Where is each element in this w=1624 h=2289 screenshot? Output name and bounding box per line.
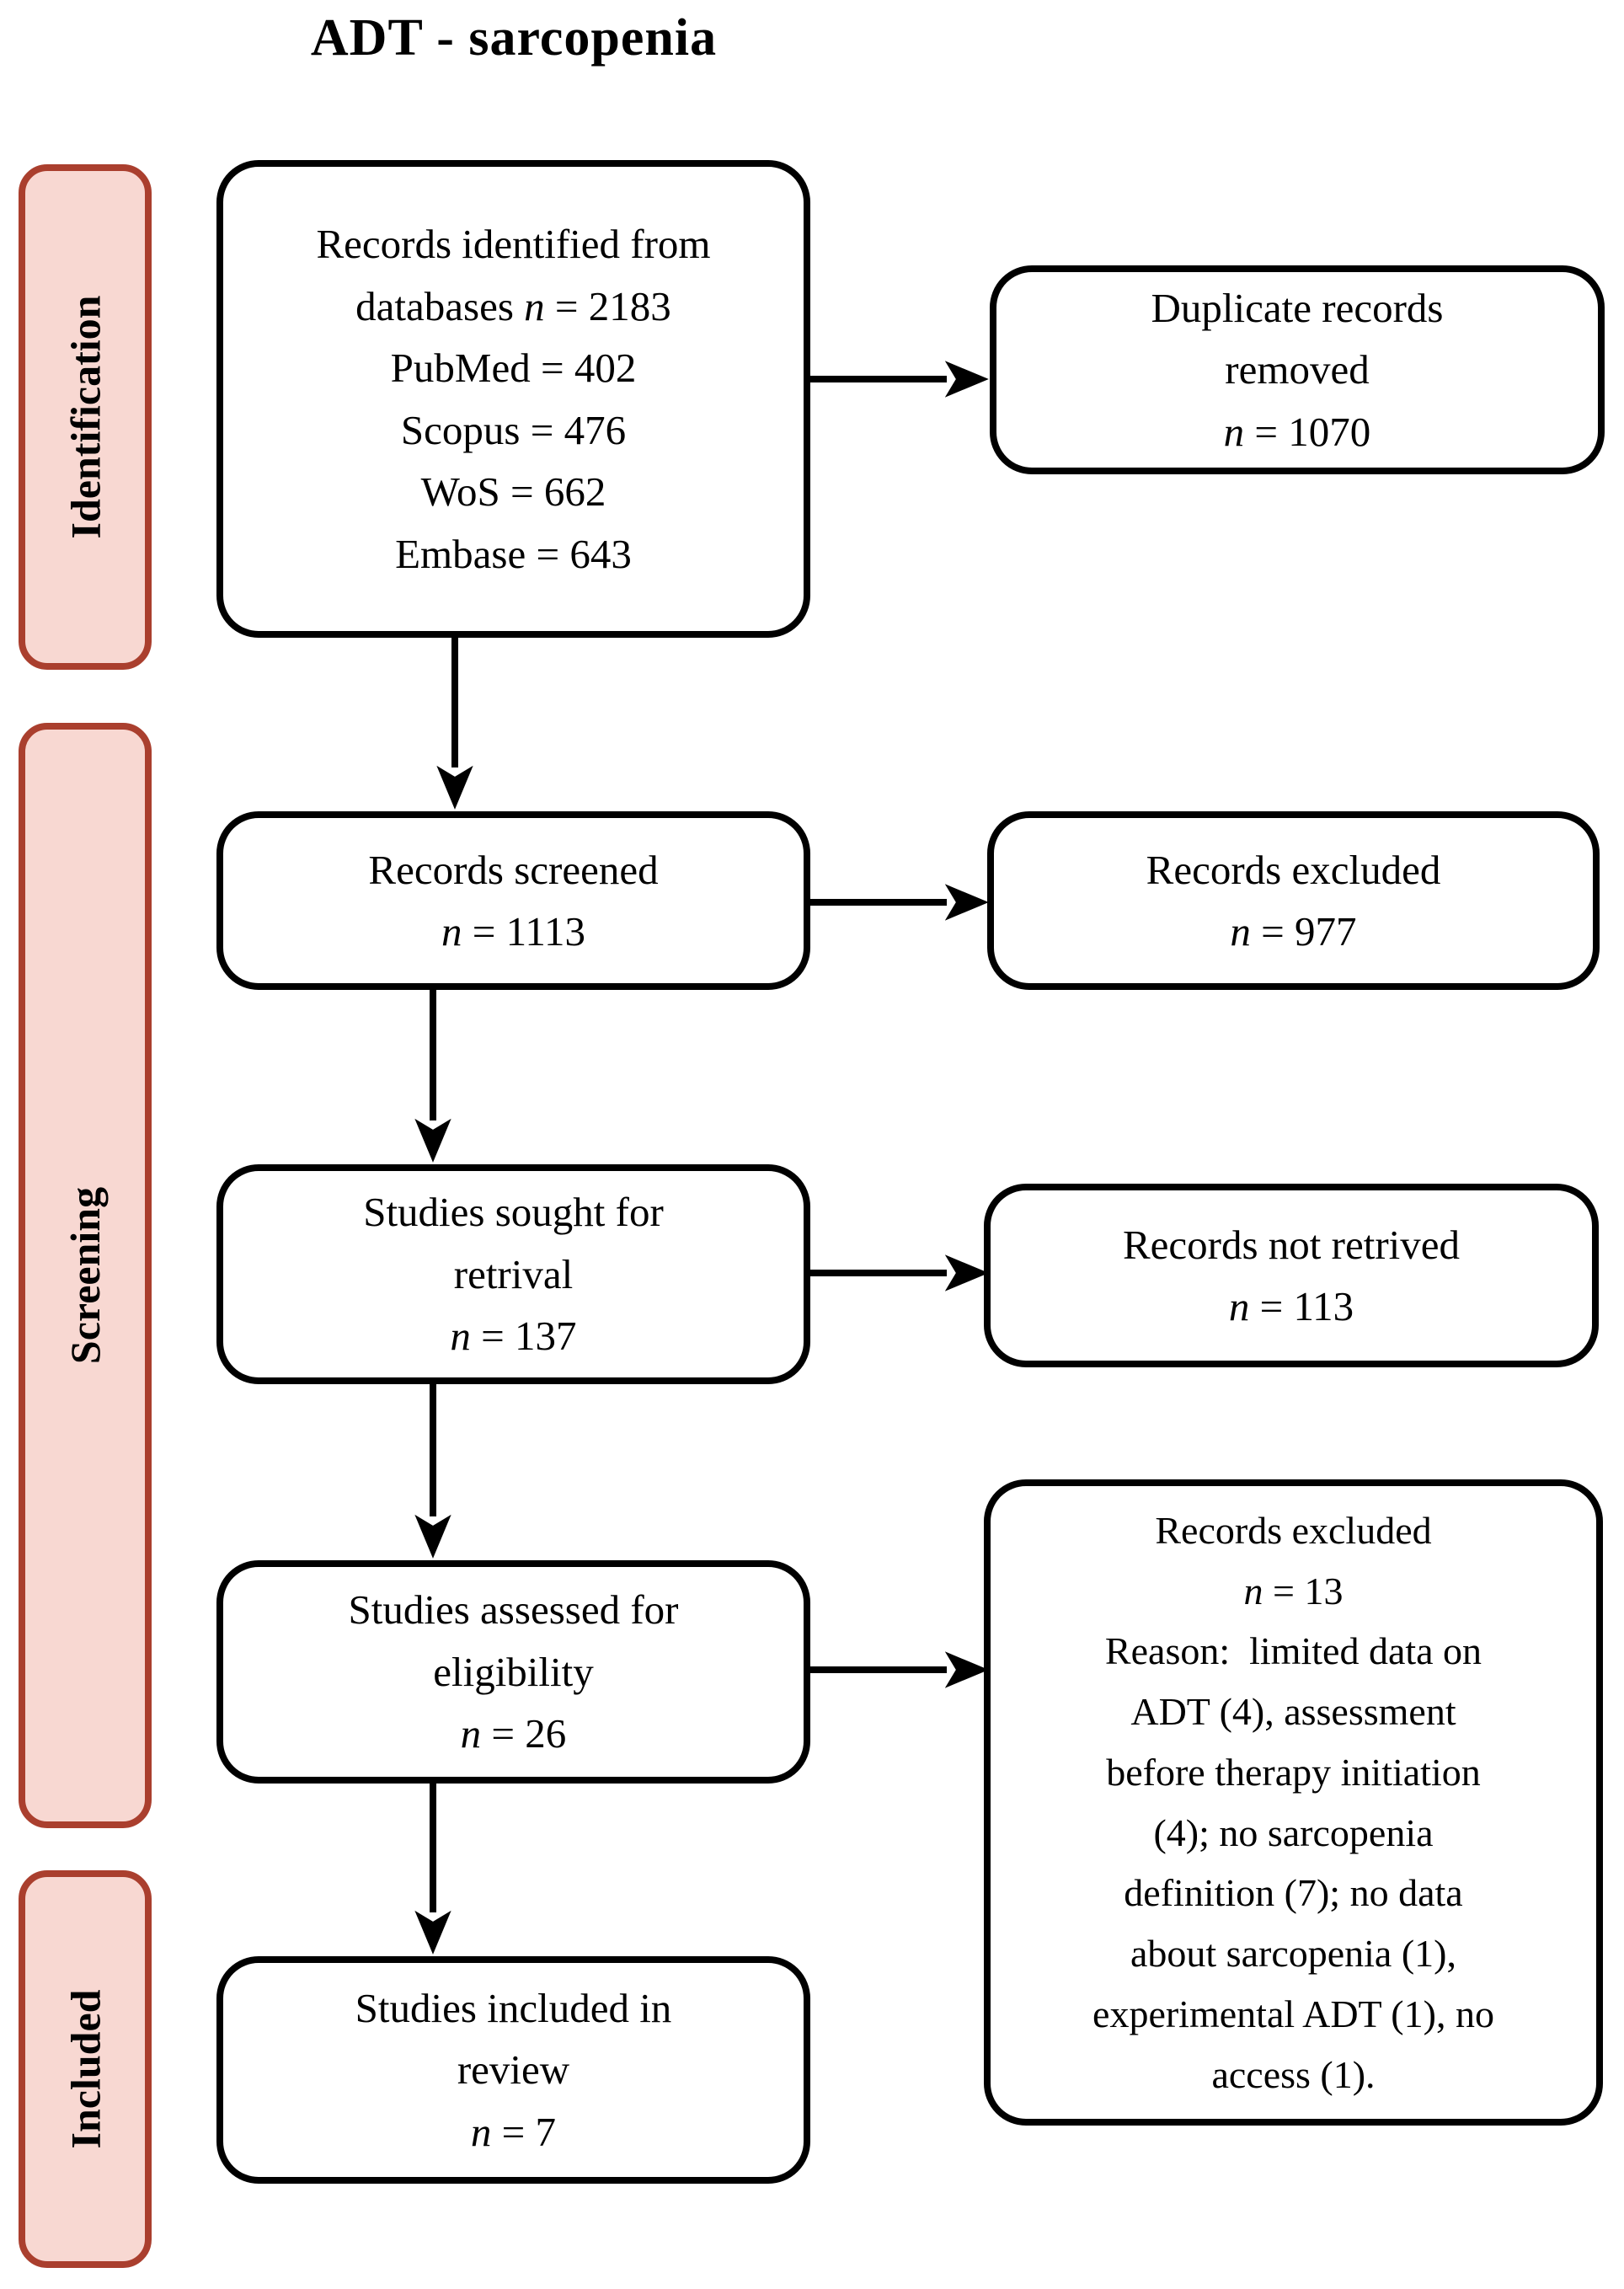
box-records-identified: Records identified from databases n = 21… [216, 160, 810, 638]
stage-label-included: Included [61, 1989, 109, 2149]
box-studies-sought: Studies sought for retrival n = 137 [216, 1164, 810, 1384]
n-italic: n [1223, 408, 1245, 455]
box-text-line: n = 1070 [1224, 401, 1371, 463]
figure-title: ADT - sarcopenia [310, 9, 718, 67]
text-fragment: = 13 [1263, 1569, 1344, 1612]
box-text-line: n = 977 [1230, 901, 1356, 963]
n-italic: n [524, 282, 545, 329]
box-records-not-retrieved: Records not retrived n = 113 [984, 1184, 1599, 1367]
stage-bar-identification: Identification [19, 164, 152, 670]
box-text-line: Studies included in [355, 1984, 672, 2031]
text-fragment: = 2183 [544, 282, 671, 329]
box-text-line: n = 1113 [441, 901, 585, 963]
text-fragment: = 1070 [1244, 408, 1371, 455]
box-text-line: removed [1225, 346, 1370, 393]
box-text-line: Records excluded [1146, 846, 1441, 893]
n-italic: n [1243, 1569, 1263, 1612]
box-text-line: databases n = 2183 [355, 275, 671, 338]
n-italic: n [450, 1313, 471, 1360]
box-text-line: n = 26 [461, 1703, 567, 1765]
text-fragment: = 137 [470, 1313, 577, 1360]
text-fragment: = 977 [1250, 908, 1357, 955]
box-text-line: n = 137 [450, 1305, 576, 1367]
box-duplicates-removed: Duplicate records removed n = 1070 [990, 265, 1605, 474]
box-text-line: Studies sought for [363, 1189, 664, 1236]
box-text-line: n = 13 [1244, 1561, 1344, 1622]
box-text-line: Records not retrived [1122, 1221, 1461, 1268]
box-text-line: PubMed = 402 [390, 345, 637, 391]
text-fragment: = 1113 [462, 908, 585, 955]
box-text-line: eligibility [433, 1648, 594, 1695]
box-records-screened: Records screened n = 1113 [216, 811, 810, 990]
box-text-line: n = 113 [1229, 1276, 1354, 1338]
n-italic: n [441, 908, 462, 955]
n-italic: n [1228, 1283, 1250, 1329]
text-fragment: = 113 [1249, 1283, 1354, 1329]
box-records-excluded: Records excluded n = 977 [987, 811, 1600, 990]
box-text-line: Records screened [368, 846, 659, 893]
box-text-line: Duplicate records [1151, 284, 1444, 331]
stage-bar-included: Included [19, 1870, 152, 2268]
box-text-line: Records excluded [1155, 1508, 1432, 1552]
box-text-line: WoS = 662 [420, 468, 606, 515]
text-fragment: databases [355, 282, 525, 329]
stage-label-screening: Screening [61, 1186, 109, 1365]
exclusion-reasons-text: Reason: limited data on ADT (4), assessm… [1092, 1629, 1494, 2096]
n-italic: n [460, 1710, 482, 1757]
box-studies-assessed: Studies assessed for eligibility n = 26 [216, 1560, 810, 1784]
text-fragment: = 26 [481, 1710, 567, 1757]
box-text-line: retrival [453, 1250, 574, 1297]
box-text-line: n = 7 [471, 2101, 556, 2163]
box-text-line: Studies assessed for [348, 1586, 679, 1634]
stage-bar-screening: Screening [19, 723, 152, 1828]
n-italic: n [470, 2108, 492, 2155]
box-text-line: Records identified from [316, 221, 711, 267]
box-excluded-with-reasons: Records excluded n = 13 Reason: limited … [984, 1479, 1603, 2126]
box-text-line: review [457, 2046, 570, 2094]
box-studies-included: Studies included in review n = 7 [216, 1956, 810, 2184]
stage-label-identification: Identification [61, 295, 109, 539]
n-italic: n [1230, 908, 1251, 955]
text-fragment: = 7 [491, 2108, 557, 2155]
box-text-line: Embase = 643 [395, 530, 632, 577]
box-text-line: Scopus = 476 [400, 406, 627, 453]
